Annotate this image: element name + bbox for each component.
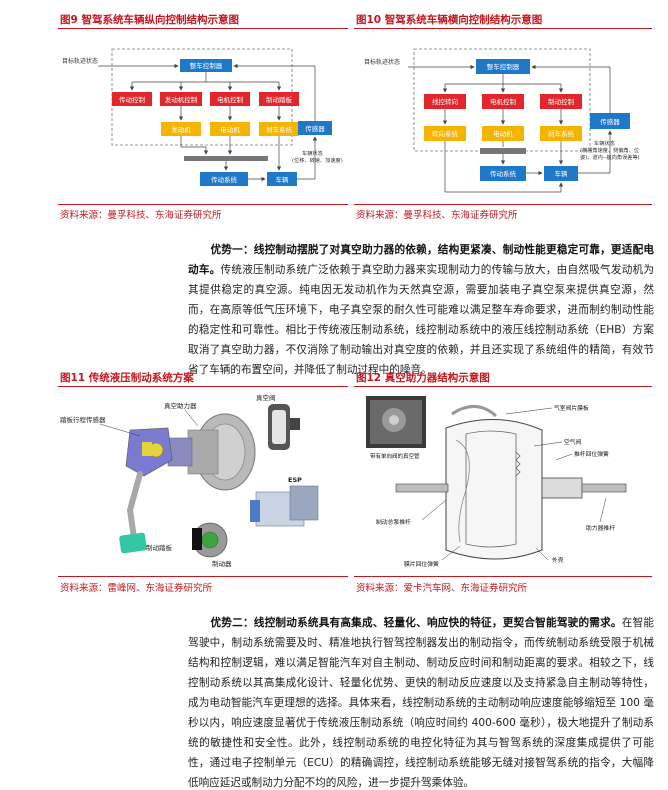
- fig9-red-box-4: [259, 92, 299, 106]
- fig11-source: 资料来源：雷峰网、东海证券研究所: [60, 583, 213, 594]
- fig10-red-box-1: [424, 94, 466, 109]
- fig9-target-state: 目标轨迹状态: [62, 57, 98, 65]
- fig9-vehicle-box: [267, 172, 297, 186]
- fig11-title: 图11 传统液压制动系统方案: [60, 372, 194, 384]
- fig12-label-return-spring: 推杆回位弹簧: [574, 450, 609, 458]
- fig9-red-box-1: [112, 92, 152, 106]
- fig10-red-3: 制动控制: [548, 97, 575, 106]
- fig9-vehicle: 车辆: [276, 175, 290, 184]
- fig10-bottom-rule: [354, 204, 652, 205]
- fig9-red-4: 制动踏板: [266, 95, 293, 104]
- fig9-gear-bar: [184, 156, 268, 161]
- fig10-yellow-box-1: [424, 126, 466, 141]
- vacuum-booster-drawing: [167, 413, 256, 491]
- fig10-red-1: 线控转向: [432, 97, 458, 106]
- fig10-red-box-2: [482, 94, 524, 109]
- fig10-source: 资料来源：曼孚科技、东海证券研究所: [356, 210, 518, 221]
- advantage-two-paragraph: 优势二：线控制动系统具有高集成、轻量化、响应快的特征，更契合智能驾驶的需求。在智…: [188, 613, 654, 790]
- fig9-red-2: 发动机控制: [165, 95, 198, 104]
- fig10-gear-bar: [480, 148, 526, 154]
- fig9-bottom-rule: [58, 204, 348, 205]
- fig10-drive: 传动系统: [490, 169, 517, 178]
- esp-drawing: [250, 485, 319, 527]
- fig9-drive-box: [200, 172, 248, 186]
- vacuum-hose-photo: [366, 396, 426, 460]
- fig9-red-box-2: [160, 92, 202, 106]
- fig11-illustration: 踏板行程传感器 真空助力器 真空阀 ESP 制动踏板 制动器: [60, 393, 319, 568]
- fig12-label-master-rod: 制动总泵推杆: [376, 518, 411, 526]
- brake-disc-drawing: [192, 522, 228, 558]
- fig9-red-3: 电机控制: [217, 95, 244, 104]
- fig9-title: 图9 智驾系统车辆纵向控制结构示意图: [60, 14, 239, 26]
- fig9-controller-box: [180, 59, 232, 72]
- fig10-title-rule: [354, 28, 652, 29]
- fig12-label-air-valve: 空气阀: [564, 438, 582, 446]
- fig12-label-valve-disc: 气室阀片膜板: [554, 404, 589, 412]
- fig9-diagram: 目标轨迹状态 整车控制器 传动控制 发动机控制 电机控制 制动踏板 发动机 电动…: [62, 48, 343, 186]
- fig11-label-disc: 制动器: [212, 559, 232, 568]
- fig11-label-pedal-sensor: 踏板行程传感器: [60, 415, 106, 424]
- fig9-vehicle-state-2: (位移、转速、加速度): [292, 156, 343, 164]
- fig12-title-rule: [354, 386, 652, 387]
- fig9-yellow-1: 发动机: [171, 125, 191, 134]
- fig12-title: 图12 真空助力器结构示意图: [356, 372, 490, 384]
- fig10-red-2: 电机控制: [490, 97, 517, 106]
- fig10-controller: 整车控制器: [487, 62, 520, 71]
- fig10-vehicle-state-2: (横摆角速度、侧偏角、位: [580, 146, 639, 154]
- fig9-vehicle-state-1: 车辆状态: [302, 149, 323, 157]
- fig9-controller: 整车控制器: [190, 61, 223, 70]
- fig10-diagram: 目标轨迹状态 整车控制器 线控转向 电机控制 制动控制 转向系统 电动机 刹车系…: [364, 48, 640, 193]
- advantage-one-paragraph: 优势一：线控制动摆脱了对真空助力器的依赖，结构更紧凑、制动性能更稳定可靠，更适配…: [188, 240, 654, 380]
- fig9-yellow-box-3: [259, 122, 299, 136]
- fig10-yellow-box-3: [540, 126, 582, 141]
- fig11-label-valve: 真空阀: [256, 393, 276, 402]
- fig11-label-booster: 真空助力器: [164, 401, 197, 410]
- fig10-drive-box: [480, 166, 526, 181]
- fig9-sensor: 传感器: [305, 124, 325, 133]
- fig9-yellow-3: 刹车系统: [266, 125, 293, 134]
- advantage-one-heading: 优势一：线控制动摆脱了对真空助力器的依赖，结构更紧凑、制动性能更稳定可靠，更适配…: [188, 244, 654, 276]
- fig10-sensor-box: [590, 113, 630, 129]
- fig9-yellow-2: 电动机: [220, 125, 240, 134]
- fig11-label-pedal: 制动踏板: [146, 543, 173, 552]
- vacuum-valve-drawing: [268, 404, 300, 450]
- fig11-bottom-rule: [58, 576, 348, 577]
- advantage-two-body: 在智能驾驶中，制动系统需要及时、精准地执行智驾控制器发出的制动指令，而传统制动系…: [188, 617, 655, 789]
- fig10-vehicle: 车辆: [555, 169, 569, 178]
- fig10-vehicle-box: [544, 166, 578, 181]
- brake-pedal-drawing: [119, 471, 147, 554]
- fig9-source: 资料来源：曼孚科技、东海证券研究所: [60, 210, 222, 221]
- fig10-title: 图10 智驾系统车辆横向控制结构示意图: [356, 14, 543, 26]
- advantage-one-body: 传统液压制动系统广泛依赖于真空助力器来实现制动力的传输与放大，由自然吸气发动机为…: [188, 264, 654, 376]
- fig10-vehicle-state-1: 车辆状态: [594, 139, 615, 147]
- fig10-controller-box: [476, 59, 530, 74]
- fig9-yellow-box-2: [210, 122, 250, 136]
- fig10-yellow-box-2: [482, 126, 524, 141]
- fig9-drive: 传动系统: [211, 175, 238, 184]
- advantage-two-heading: 优势二：线控制动系统具有高集成、轻量化、响应快的特征，更契合智能驾驶的需求。: [210, 617, 622, 629]
- fig12-label-shell: 外壳: [552, 556, 564, 564]
- fig12-label-photo: 带有单向阀的真空管: [370, 452, 420, 460]
- fig11-title-rule: [58, 386, 348, 387]
- fig10-yellow-3: 刹车系统: [548, 129, 575, 138]
- fig11-label-esp: ESP: [288, 476, 302, 484]
- fig12-illustration: 带有单向阀的真空管 气室阀片膜板 空气阀 推杆回位弹簧 制动总泵推杆 助力器推杆…: [366, 396, 627, 568]
- fig10-red-box-3: [540, 94, 582, 109]
- fig9-red-1: 传动控制: [119, 95, 146, 104]
- fig9-yellow-box-1: [161, 122, 201, 136]
- fig9-sensor-box: [298, 121, 332, 135]
- fig12-bottom-rule: [354, 576, 652, 577]
- fig9-red-box-3: [210, 92, 250, 106]
- fig10-yellow-1: 转向系统: [432, 129, 459, 138]
- fig12-label-diaphragm-spring: 膜片回位弹簧: [404, 560, 439, 568]
- fig10-yellow-2: 电动机: [493, 129, 513, 138]
- fig10-sensor: 传感器: [600, 117, 620, 126]
- pedal-mechanism-drawing: [125, 427, 173, 477]
- fig10-target-state: 目标轨迹状态: [364, 58, 400, 66]
- fig12-label-push-rod: 助力器推杆: [586, 524, 615, 532]
- fig9-title-rule: [58, 28, 348, 29]
- booster-cross-section: [395, 405, 627, 560]
- fig12-source: 资料来源：爱卡汽车网、东海证券研究所: [356, 583, 528, 594]
